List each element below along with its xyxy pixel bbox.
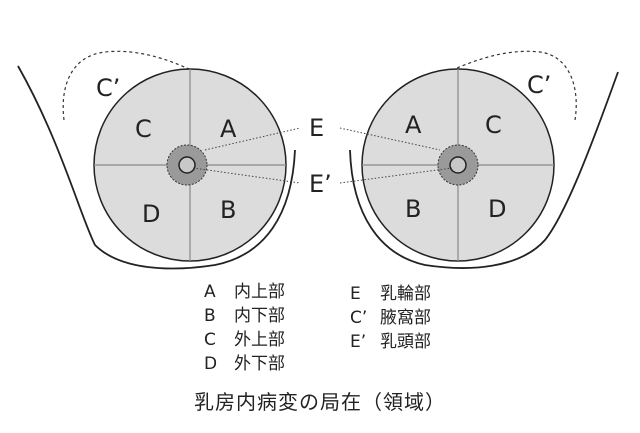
callout-label-areola: E bbox=[309, 114, 324, 142]
right-label-upper-inner: A bbox=[405, 111, 422, 139]
right-breast bbox=[361, 68, 555, 262]
legend-item: E’ 乳頭部 bbox=[350, 330, 431, 354]
legend-label: 乳輪部 bbox=[380, 284, 431, 304]
legend-code: E’ bbox=[350, 332, 367, 352]
left-label-upper-outer: C bbox=[135, 115, 152, 143]
legend-code: C bbox=[204, 330, 216, 350]
left-label-upper-inner: A bbox=[220, 115, 237, 143]
legend-label: 内上部 bbox=[234, 282, 285, 302]
legend-right-column: E 乳輪部 C’ 腋窩部 E’ 乳頭部 bbox=[350, 282, 431, 354]
callout-lines bbox=[192, 127, 453, 184]
legend-label: 乳頭部 bbox=[380, 332, 431, 352]
right-axillary-outline bbox=[447, 50, 577, 121]
legend-code: C’ bbox=[350, 308, 368, 328]
right-label-lower-outer: D bbox=[488, 195, 506, 223]
left-label-lower-outer: D bbox=[142, 200, 160, 228]
legend-code: E bbox=[350, 284, 361, 304]
figure-caption: 乳房内病変の局在（領域） bbox=[194, 390, 446, 414]
left-body-outline bbox=[17, 65, 296, 270]
legend-label: 内下部 bbox=[234, 306, 285, 326]
callout-line-e-prime-left bbox=[192, 167, 301, 184]
right-body-outline bbox=[349, 71, 619, 269]
legend-item: A 内上部 bbox=[204, 280, 285, 304]
legend-left-column: A 内上部 B 内下部 C 外上部 D 外下部 bbox=[204, 280, 285, 376]
right-label-lower-inner: B bbox=[405, 195, 421, 223]
legend-item: C’ 腋窩部 bbox=[350, 306, 431, 330]
callout-line-e-left bbox=[204, 127, 301, 151]
legend-label: 外下部 bbox=[234, 354, 285, 374]
legend-item: E 乳輪部 bbox=[350, 282, 431, 306]
left-label-lower-inner: B bbox=[220, 196, 236, 224]
left-axillary-outline bbox=[62, 50, 196, 121]
legend-item: B 内下部 bbox=[204, 304, 285, 328]
left-nipple bbox=[178, 156, 196, 174]
right-label-upper-outer: C bbox=[485, 111, 502, 139]
legend-code: D bbox=[204, 354, 218, 374]
callout-label-nipple: E’ bbox=[309, 170, 332, 198]
callout-line-e-prime-right bbox=[339, 167, 453, 184]
right-label-axillary: C’ bbox=[527, 71, 551, 99]
right-nipple bbox=[449, 156, 467, 174]
callout-line-e-right bbox=[339, 127, 441, 151]
legend-code: B bbox=[204, 306, 216, 326]
legend-item: C 外上部 bbox=[204, 328, 285, 352]
legend-label: 腋窩部 bbox=[380, 308, 431, 328]
left-breast bbox=[93, 68, 287, 262]
legend-label: 外上部 bbox=[234, 330, 285, 350]
legend-code: A bbox=[204, 282, 216, 302]
legend-item: D 外下部 bbox=[204, 352, 285, 376]
left-label-axillary: C’ bbox=[96, 74, 120, 102]
